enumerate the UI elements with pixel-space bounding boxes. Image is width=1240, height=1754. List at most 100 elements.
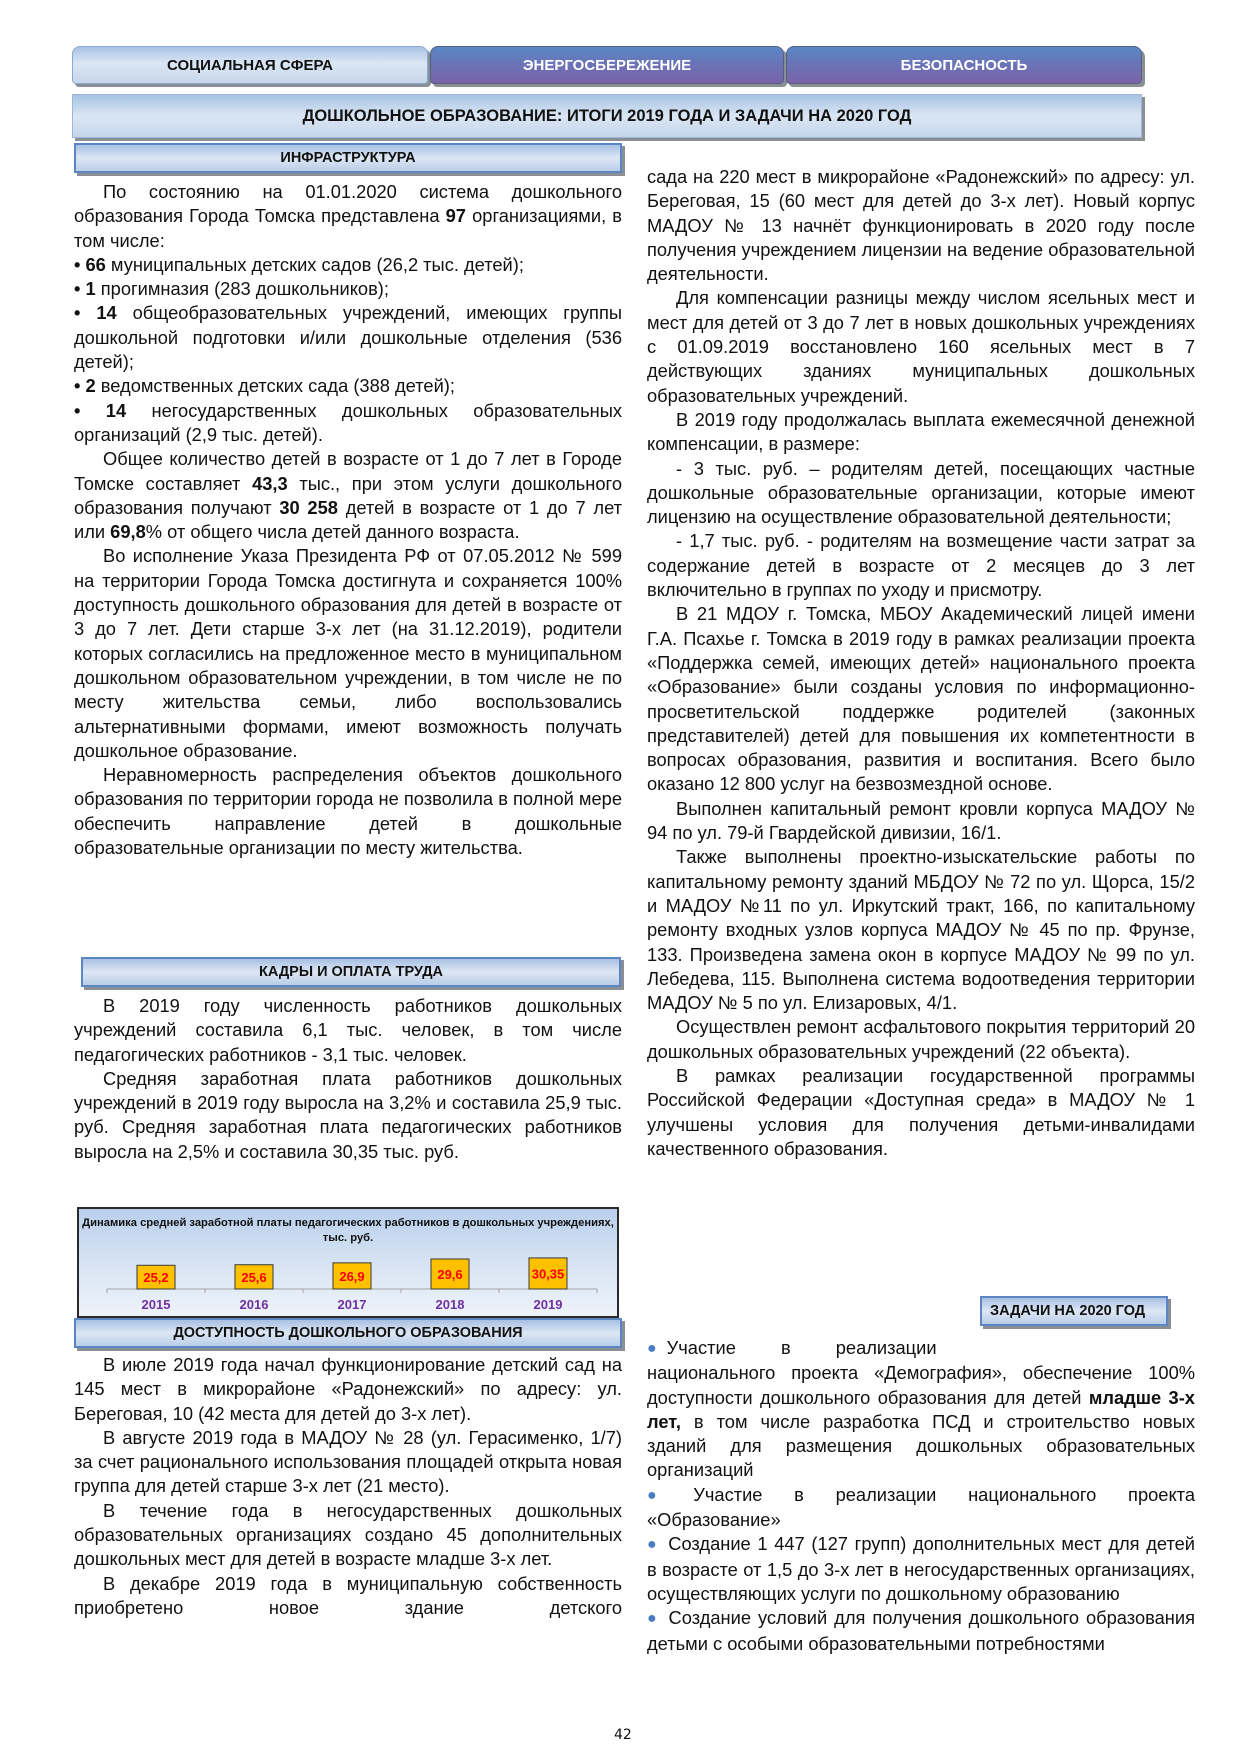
text: Участие в реализации национального проек… (647, 1483, 1195, 1531)
paragraph: Для компенсации разницы между числом ясе… (647, 287, 1195, 406)
data-box (136, 1264, 176, 1290)
x-tick-label: 2018 (436, 1297, 465, 1312)
stat: 69,8 (110, 521, 146, 543)
text: По состоянию на 01.01.2020 система дошко… (74, 181, 622, 227)
section-header-infrastructure: ИНФРАСТРУКТУРА (74, 143, 622, 173)
paragraph: В 2019 году продолжалась выплата ежемеся… (647, 408, 1195, 455)
bullet-icon: • (74, 253, 81, 275)
data-label: 26,9 (339, 1269, 364, 1284)
right-column-text: сада на 220 мест в микрорайоне «Радонежс… (647, 165, 1195, 1161)
count: 2 (85, 375, 96, 397)
list-item: • 14 общеобразовательных учреждений, име… (74, 301, 622, 374)
data-box (430, 1258, 470, 1290)
bullet-icon: • (74, 375, 81, 397)
bullet-icon: ● (647, 1610, 659, 1628)
paragraph: В декабре 2019 года в муниципальную собс… (74, 1572, 622, 1618)
task-item: ●Создание условий для получения дошкольн… (647, 1606, 1195, 1656)
paragraph: Средняя заработная плата работников дошк… (74, 1067, 622, 1162)
paragraph: В 21 МДОУ г. Томска, МБОУ Академический … (647, 603, 1195, 795)
chart-plot: 25,2201525,6201626,9201729,6201830,35201… (106, 1257, 598, 1312)
x-tick-label: 2019 (534, 1297, 563, 1312)
tab-social-sphere[interactable]: СОЦИАЛЬНАЯ СФЕРА (72, 46, 428, 84)
paragraph: В июле 2019 года начал функционирование … (74, 1354, 622, 1424)
data-box (332, 1262, 372, 1290)
paragraph: - 1,7 тыс. руб. - родителям на возмещени… (647, 530, 1195, 601)
data-box (234, 1264, 274, 1290)
tab-label: ЭНЕРГОСБЕРЕЖЕНИЕ (522, 56, 692, 74)
paragraph: Также выполнены проектно-изыскательские … (647, 846, 1195, 1014)
data-label: 30,35 (532, 1266, 565, 1281)
org-count: 97 (445, 205, 466, 227)
paragraph: В августе 2019 года в МАДОУ № 28 (ул. Ге… (74, 1426, 622, 1497)
section-title: КАДРЫ И ОПЛАТА ТРУДА (258, 964, 444, 980)
paragraph: Во исполнение Указа Президента РФ от 07.… (74, 545, 622, 761)
paragraph: Общее количество детей в возрасте от 1 д… (74, 447, 622, 544)
text: детей в возрасте от 1 до 7 лет или (74, 496, 622, 543)
tab-label: БЕЗОПАСНОСТЬ (900, 56, 1028, 74)
paragraph: В рамках реализации государственной прог… (647, 1064, 1195, 1159)
paragraph: - 3 тыс. руб. – родителям детей, посещаю… (647, 457, 1195, 528)
data-label: 25,2 (143, 1270, 168, 1285)
bullet-icon: • (74, 399, 81, 421)
data-label: 29,6 (437, 1267, 462, 1282)
stat: 43,3 (252, 472, 288, 494)
text: негосударственных дошкольных образовател… (74, 399, 622, 445)
stat: 30 258 (279, 496, 338, 518)
section-title: ЗАДАЧИ НА 2020 ГОД (990, 1303, 1146, 1319)
section-header-tasks: ЗАДАЧИ НА 2020 ГОД (980, 1296, 1168, 1326)
text: прогимназия (283 дошкольников); (95, 278, 389, 300)
section-header-accessibility: ДОСТУПНОСТЬ ДОШКОЛЬНОГО ОБРАЗОВАНИЯ (74, 1318, 622, 1348)
task-item: ●Участие в реализации национального прое… (647, 1483, 1195, 1533)
bullet-icon: ● (647, 1340, 657, 1357)
text: организациями, в том числе: (74, 205, 623, 251)
section-title: ИНФРАСТРУКТУРА (280, 150, 416, 166)
bullet-icon: • (74, 278, 81, 300)
text: ведомственных детских сада (388 детей); (95, 375, 455, 397)
count: 14 (96, 302, 117, 324)
emphasis: младше 3-х лет, (647, 1386, 1195, 1432)
text: Общее количество детей в возрасте от 1 д… (74, 448, 622, 494)
tab-label: СОЦИАЛЬНАЯ СФЕРА (167, 56, 333, 74)
bullet-icon: ● (647, 1536, 659, 1554)
page-title-text: ДОШКОЛЬНОЕ ОБРАЗОВАНИЕ: ИТОГИ 2019 ГОДА … (302, 106, 912, 125)
text: Участие в реализации (666, 1337, 937, 1358)
paragraph: В течение года в негосударственных дошко… (74, 1499, 622, 1570)
section-header-staff: КАДРЫ И ОПЛАТА ТРУДА (81, 957, 621, 987)
x-tick-label: 2016 (240, 1297, 269, 1312)
x-tick-label: 2017 (338, 1297, 367, 1312)
paragraph: Осуществлен ремонт асфальтового покрытия… (647, 1016, 1195, 1062)
count: 1 (85, 278, 96, 300)
data-box (528, 1257, 568, 1290)
text: муниципальных детских садов (26,2 тыс. д… (105, 253, 524, 275)
paragraph: В 2019 году численность работников дошко… (74, 995, 622, 1065)
paragraph: Выполнен капитальный ремонт кровли корпу… (647, 797, 1195, 844)
text: Создание условий для получения дошкольно… (647, 1607, 1195, 1654)
text: Создание 1 447 (127 групп) дополнительны… (647, 1533, 1195, 1604)
text: % от общего числа детей данного возраста… (145, 521, 520, 543)
chart-title: Динамика средней заработной платы педаго… (82, 1217, 614, 1244)
list-item: • 1 прогимназия (283 дошкольников); (74, 277, 622, 301)
data-label: 25,6 (241, 1270, 266, 1285)
text: тыс., при этом услуги дошкольного образо… (74, 472, 622, 518)
list-item: • 2 ведомственных детских сада (388 дете… (74, 374, 622, 398)
staff-text: В 2019 году численность работников дошко… (74, 994, 622, 1164)
count: 66 (85, 253, 106, 275)
text: общеобразовательных учреждений, имеющих … (74, 302, 622, 373)
list-item: • 14 негосударственных дошкольных образо… (74, 399, 622, 448)
paragraph: По состоянию на 01.01.2020 система дошко… (74, 180, 622, 253)
paragraph: Неравномерность распределения объектов д… (74, 764, 622, 859)
count: 14 (105, 399, 127, 421)
bullet-icon: • (74, 302, 81, 324)
accessibility-text: В июле 2019 года начал функционирование … (74, 1353, 622, 1620)
infrastructure-text: По состоянию на 01.01.2020 система дошко… (74, 180, 622, 860)
list-item: • 66 муниципальных детских садов (26,2 т… (74, 253, 622, 277)
salary-chart: Динамика средней заработной платы педаго… (77, 1207, 619, 1318)
section-title: ДОСТУПНОСТЬ ДОШКОЛЬНОГО ОБРАЗОВАНИЯ (173, 1325, 523, 1341)
tab-energy-saving[interactable]: ЭНЕРГОСБЕРЕЖЕНИЕ (430, 46, 784, 84)
page-number: 42 (614, 1727, 632, 1743)
tab-security[interactable]: БЕЗОПАСНОСТЬ (786, 46, 1142, 84)
task-item: ●Создание 1 447 (127 групп) дополнительн… (647, 1532, 1195, 1606)
paragraph: сада на 220 мест в микрорайоне «Радонежс… (647, 166, 1195, 285)
